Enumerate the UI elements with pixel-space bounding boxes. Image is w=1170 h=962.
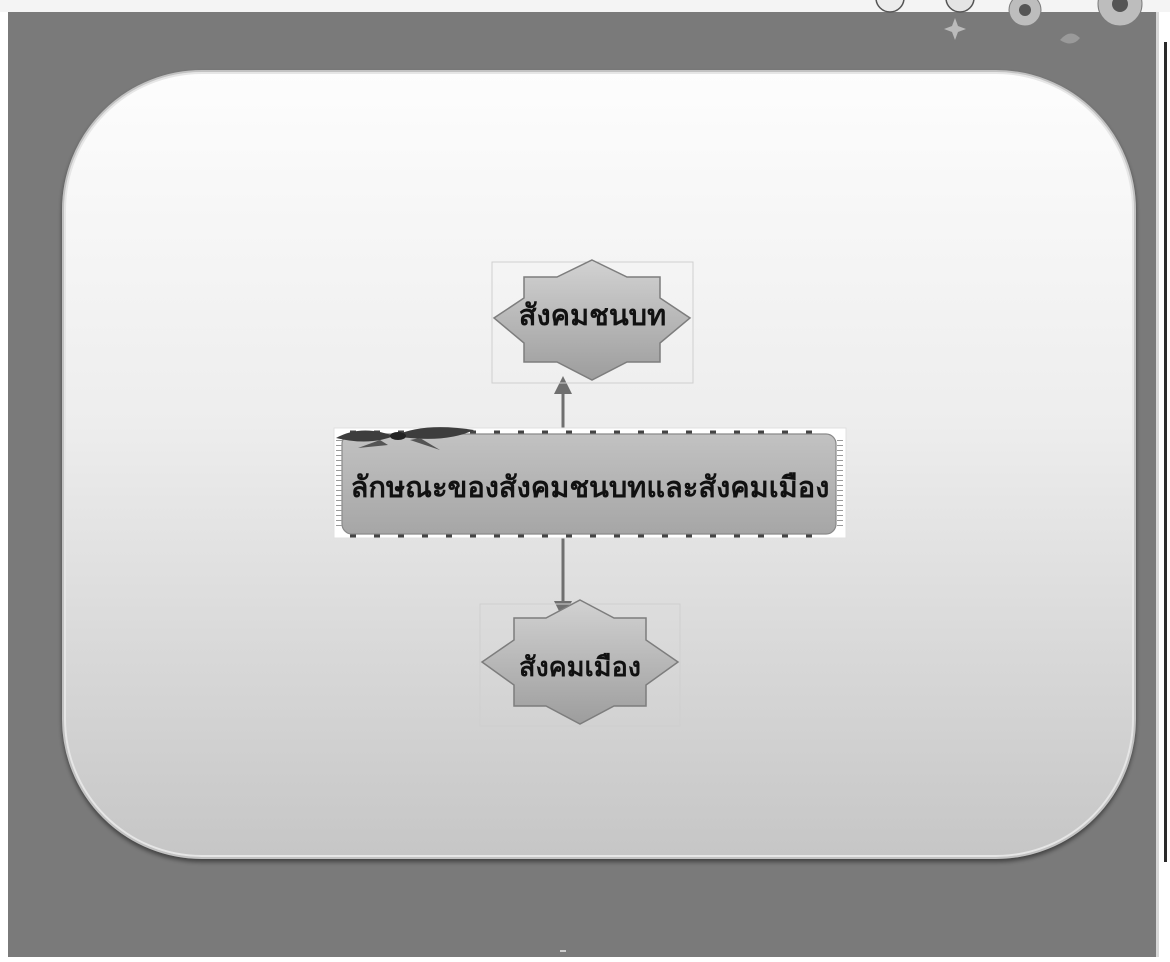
center-box [341,433,837,535]
bow-ribbon-icon [336,427,474,450]
scrollbar-track [1159,12,1170,962]
top-node-star [492,259,692,381]
bottom-node-label: สังคมเมือง [519,652,641,683]
scrollbar-edge [1164,42,1167,862]
bottom-node-star [480,599,680,725]
top-node-label: สังคมชนบท [518,298,667,332]
bottom-mark [560,950,566,952]
center-label: ลักษณะของสังคมชนบทและสังคมเมือง [350,470,830,504]
flower-decoration-icon [875,0,1143,44]
